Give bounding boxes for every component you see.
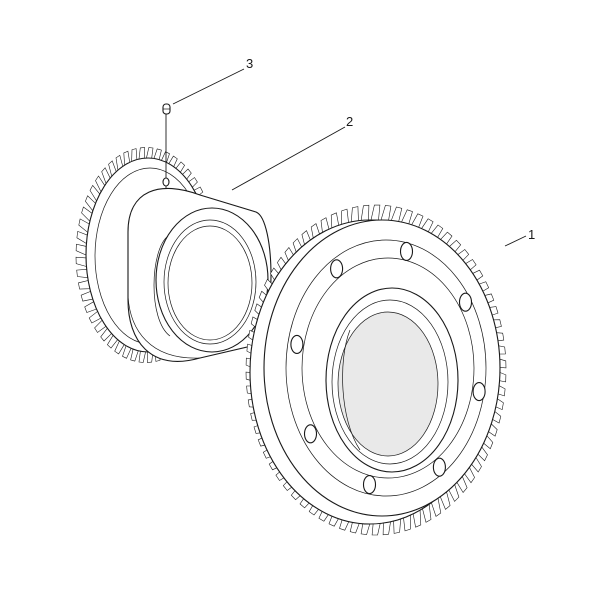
bolt-hole: [303, 424, 318, 444]
callout-2-label: 2: [346, 114, 353, 129]
bolt-hole: [432, 457, 446, 477]
callout-3-label: 3: [246, 56, 253, 71]
gear-tooth: [380, 205, 392, 222]
spacer-sleeve: [127, 187, 272, 362]
gear-tooth: [76, 230, 88, 244]
sleeve-front-face: [155, 207, 269, 353]
gear-tooth: [75, 243, 87, 256]
gear-tooth: [370, 204, 381, 221]
pin-part: [162, 103, 171, 188]
callout-1-label: 1: [528, 227, 535, 242]
sleeve-edge-line: [127, 295, 201, 359]
bolt-hole: [399, 241, 414, 261]
bolt-hole: [472, 382, 486, 402]
bolt-hole: [362, 475, 377, 495]
sleeve-bore-chamfer: [167, 225, 253, 341]
callout-group-3: 3: [172, 56, 253, 105]
sleeve-bore: [163, 219, 257, 345]
gear-tooth: [360, 204, 370, 222]
callout-1-leader: [504, 235, 527, 247]
large-helical-gear: [245, 204, 507, 536]
large-gear-bore-inner: [342, 329, 361, 451]
callout-3-leader: [172, 68, 245, 105]
bolt-hole: [330, 259, 344, 279]
sleeve-inner-wall: [153, 235, 171, 337]
large-gear-bore-edge: [331, 299, 449, 465]
callout-group-2: 2: [231, 114, 353, 191]
callout-group-1: 1: [504, 227, 535, 247]
callout-2-leader: [231, 126, 346, 191]
large-gear-web-mid: [301, 257, 475, 479]
large-gear-bore: [337, 311, 439, 457]
bolt-hole: [458, 292, 473, 312]
bolt-hole: [290, 334, 304, 354]
large-gear-web-outer: [285, 239, 487, 497]
gear-tooth: [75, 256, 87, 267]
bolt-holes: [290, 241, 486, 495]
gear-tooth: [76, 268, 89, 279]
pin-hole: [162, 177, 170, 187]
